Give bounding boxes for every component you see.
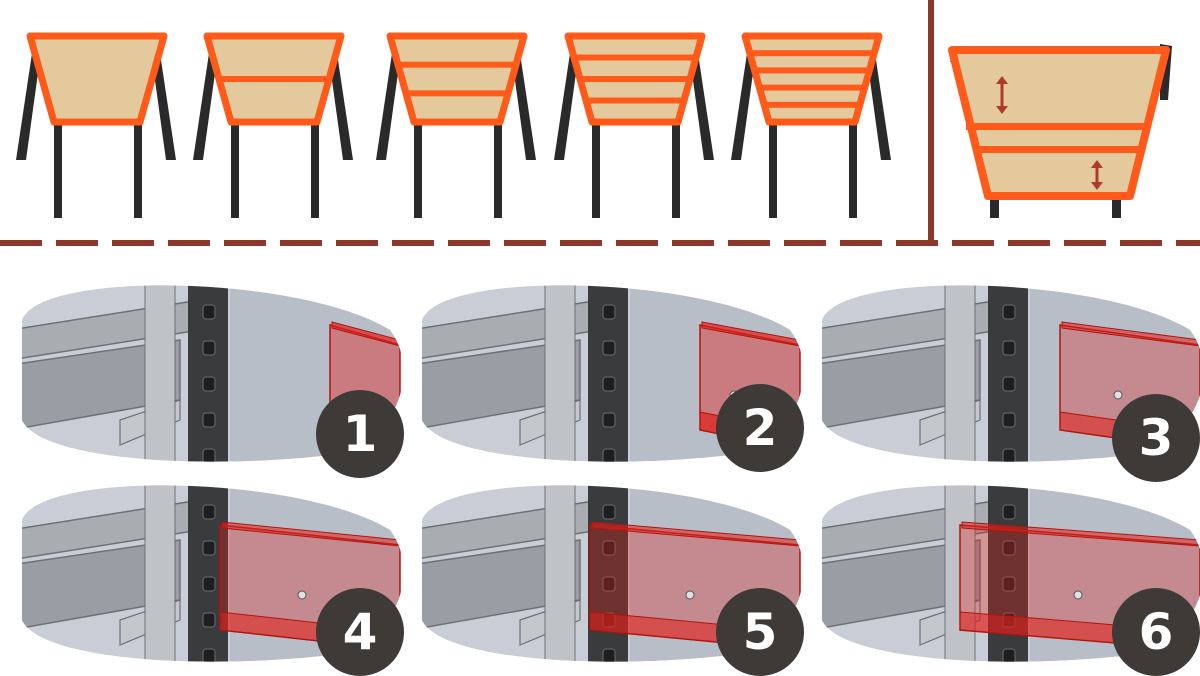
upright-slot: [202, 612, 216, 628]
shelf-board: [741, 32, 883, 126]
upright-slot: [202, 412, 216, 428]
step-3-badge: 3: [1112, 394, 1200, 482]
leg-front-right: [311, 122, 319, 218]
step-2-badge: 2: [716, 384, 804, 472]
leg-front-left: [414, 122, 422, 218]
upright-slot: [602, 412, 616, 428]
adjust-arrow-down-icon: [996, 106, 1008, 114]
upright-slot: [1002, 304, 1016, 320]
grey-post: [144, 485, 176, 662]
shelf-variant-3: [376, 32, 536, 218]
upright-slot: [1002, 504, 1016, 520]
shelf-board: [26, 32, 168, 126]
leg-front-left: [592, 122, 600, 218]
upright-slot: [202, 540, 216, 556]
cross-beam: [754, 67, 870, 74]
upright-slot: [602, 340, 616, 356]
shelf-variant-5: [731, 32, 891, 218]
black-upright: [188, 285, 228, 462]
leg-front-left: [54, 122, 62, 218]
upright-slot: [202, 340, 216, 356]
cross-beam: [574, 54, 696, 61]
upright-slot: [1002, 540, 1016, 556]
upright-slot: [202, 648, 216, 662]
red-beam-top: [1061, 321, 1200, 347]
upright-slot: [602, 648, 616, 662]
upright-slot: [602, 304, 616, 320]
bolt-hole: [1113, 390, 1123, 400]
grey-post: [544, 485, 576, 662]
cross-beam: [764, 101, 860, 108]
cross-beam: [406, 90, 508, 97]
leg-front-right: [494, 122, 502, 218]
step-6-badge: 6: [1112, 588, 1200, 676]
leg-stub-left: [990, 196, 999, 218]
shelf-variant-2: [193, 32, 353, 218]
upright-slot: [1002, 412, 1016, 428]
cross-beam: [759, 84, 865, 91]
upright-back-left: [193, 40, 219, 160]
upright-slot: [1002, 576, 1016, 592]
upright-slot: [202, 576, 216, 592]
bolt-hole: [1073, 590, 1083, 600]
upright-slot: [1002, 340, 1016, 356]
step-5-badge: 5: [716, 588, 804, 676]
grey-post: [544, 285, 576, 462]
cross-beam: [219, 76, 329, 82]
adjustable-shelf-illustration: [948, 44, 1172, 218]
step-1-badge: 1: [316, 390, 404, 478]
upright-slot: [602, 504, 616, 520]
shelf-variant-4: [554, 32, 714, 218]
cross-beam: [749, 50, 875, 57]
shelf-variant-1: [16, 32, 176, 218]
upright-back-left: [16, 40, 42, 160]
grey-post: [144, 285, 176, 462]
leg-stub-right: [1112, 196, 1121, 218]
cross-beam: [580, 76, 690, 82]
cross-beam: [586, 97, 684, 104]
upright-slot: [202, 448, 216, 462]
grey-post: [944, 285, 976, 462]
cross-beam: [974, 146, 1140, 153]
adjust-arrow-up-icon: [1091, 160, 1103, 168]
upright-back-left: [731, 40, 757, 160]
bolt-hole: [685, 590, 695, 600]
bolt-hole: [297, 590, 307, 600]
red-beam-top: [961, 521, 1200, 547]
leg-front-right: [134, 122, 142, 218]
adjust-arrow-up-icon: [996, 76, 1008, 84]
cross-beam: [398, 61, 516, 68]
upright-slot: [202, 376, 216, 392]
leg-front-left: [769, 122, 777, 218]
step-4-badge: 4: [316, 588, 404, 676]
upright-slot: [1002, 376, 1016, 392]
black-upright: [588, 285, 628, 462]
upright-back-left: [554, 40, 580, 160]
black-upright: [988, 285, 1028, 462]
upright-slot: [1002, 448, 1016, 462]
upright-slot: [202, 504, 216, 520]
upright-slot: [202, 304, 216, 320]
adjust-arrow-down-icon: [1091, 182, 1103, 190]
leg-front-right: [849, 122, 857, 218]
upright-back-left: [376, 40, 402, 160]
upright-slot: [602, 448, 616, 462]
cross-beam: [966, 123, 1148, 130]
leg-front-right: [672, 122, 680, 218]
upright-slot: [602, 540, 616, 556]
leg-front-left: [231, 122, 239, 218]
upright-slot: [602, 376, 616, 392]
upright-slot: [1002, 648, 1016, 662]
upright-slot: [602, 576, 616, 592]
